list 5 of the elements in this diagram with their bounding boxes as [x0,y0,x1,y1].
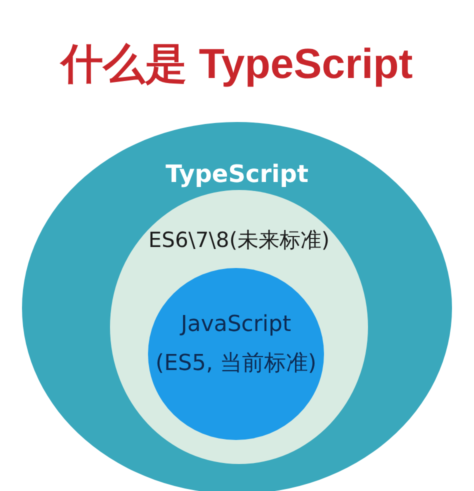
circle-label: JavaScript [180,312,292,337]
circle-label: (ES5, 当前标准) [156,350,316,378]
title: 什么是 TypeScript [58,39,414,89]
circle-label: ES6\7\8(未来标准) [148,227,330,254]
circle-label: TypeScript [166,160,308,188]
